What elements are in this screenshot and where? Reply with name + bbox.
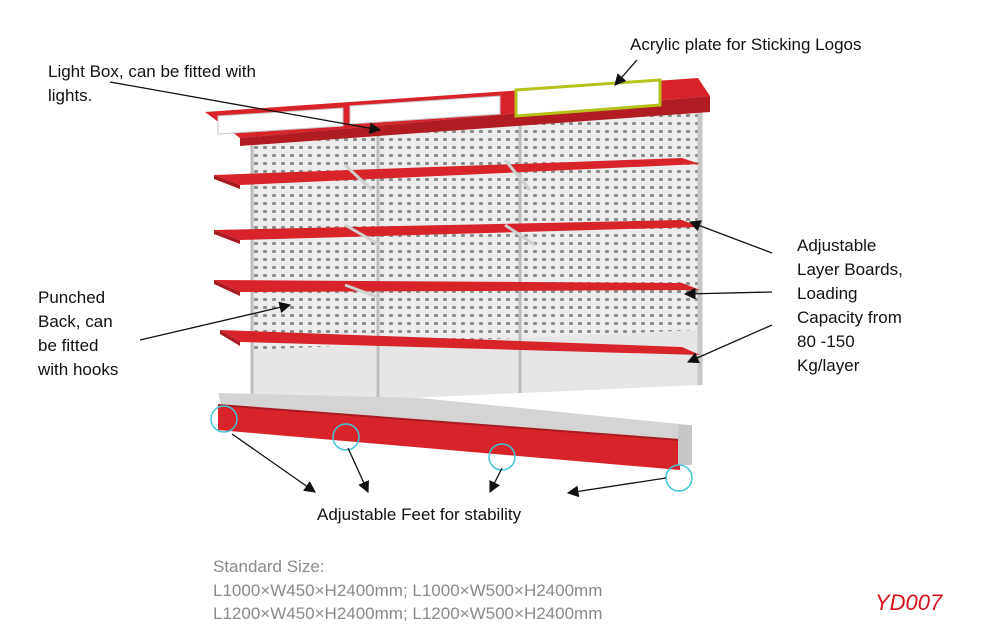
spec-line-2: L1200×W450×H2400mm; L1200×W500×H2400mm bbox=[213, 604, 603, 623]
model-code: YD007 bbox=[875, 590, 943, 615]
layer-boards bbox=[214, 158, 700, 355]
punched-line: Back, can bbox=[38, 312, 113, 331]
acrylic-plate bbox=[514, 78, 662, 118]
punched-back-label: Punched Back, can be fitted with hooks bbox=[38, 286, 118, 382]
spec-line-1: L1000×W450×H2400mm; L1000×W500×H2400mm bbox=[213, 581, 603, 600]
adjustable-line: Adjustable bbox=[797, 236, 877, 255]
punched-line: be fitted bbox=[38, 336, 99, 355]
adjustable-line: Loading bbox=[797, 284, 858, 303]
light-box-label-line1: Light Box, can be fitted with bbox=[48, 62, 256, 81]
spec-heading: Standard Size: bbox=[213, 557, 325, 576]
punched-line: Punched bbox=[38, 288, 106, 307]
base-deck bbox=[217, 393, 692, 470]
light-box-label-line2: lights. bbox=[48, 86, 93, 105]
adjustable-feet-label: Adjustable Feet for stability bbox=[317, 505, 522, 524]
acrylic-plate-label: Acrylic plate for Sticking Logos bbox=[630, 35, 862, 54]
adjustable-line: Layer Boards, bbox=[797, 260, 903, 279]
annotation-arrows bbox=[109, 59, 773, 498]
adjustable-line: Capacity from bbox=[797, 308, 902, 327]
punched-line: with hooks bbox=[38, 360, 119, 379]
adjustable-line: 80 -150 bbox=[797, 332, 855, 351]
adjustable-line: Kg/layer bbox=[797, 356, 860, 375]
punched-back-panel bbox=[250, 108, 703, 405]
adjustable-boards-label: Adjustable Layer Boards, Loading Capacit… bbox=[797, 234, 903, 378]
